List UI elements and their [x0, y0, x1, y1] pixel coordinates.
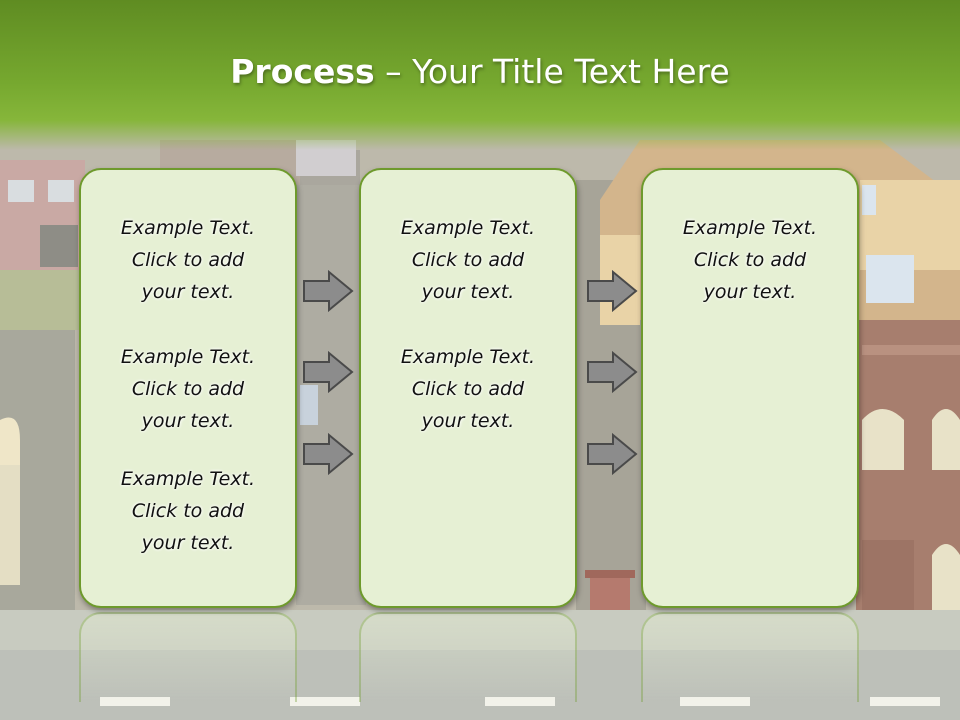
right-arrow-icon — [587, 433, 638, 475]
text-line: your text. — [421, 281, 515, 303]
text-line: Example Text. — [682, 217, 818, 239]
right-arrow-icon — [303, 433, 354, 475]
process-panel-1[interactable]: Example Text. Click to add your text. Ex… — [79, 168, 297, 608]
right-arrow-icon — [303, 270, 354, 312]
text-line: Example Text. — [400, 217, 536, 239]
panel-3-text-1[interactable]: Example Text. Click to add your text. — [643, 212, 857, 308]
text-line: Click to add — [131, 500, 245, 522]
text-line: your text. — [703, 281, 797, 303]
text-line: Example Text. — [400, 346, 536, 368]
text-line: Click to add — [411, 378, 525, 400]
text-line: Click to add — [411, 249, 525, 271]
right-arrow-icon — [587, 351, 638, 393]
panel-1-text-1[interactable]: Example Text. Click to add your text. — [81, 212, 295, 308]
title-rest-part: – Your Title Text Here — [374, 52, 730, 91]
text-line: your text. — [141, 281, 235, 303]
panel-1-text-2[interactable]: Example Text. Click to add your text. — [81, 341, 295, 437]
process-panel-3[interactable]: Example Text. Click to add your text. — [641, 168, 859, 608]
text-line: Click to add — [131, 249, 245, 271]
text-line: your text. — [141, 532, 235, 554]
text-line: Click to add — [131, 378, 245, 400]
process-panel-2[interactable]: Example Text. Click to add your text. Ex… — [359, 168, 577, 608]
panel-2-text-1[interactable]: Example Text. Click to add your text. — [361, 212, 575, 308]
title-header-band — [0, 0, 960, 150]
text-line: your text. — [141, 410, 235, 432]
panel-2-text-2[interactable]: Example Text. Click to add your text. — [361, 341, 575, 437]
right-arrow-icon — [587, 270, 638, 312]
text-line: Example Text. — [120, 468, 256, 490]
panel-2-reflection — [359, 612, 577, 702]
right-arrow-icon — [303, 351, 354, 393]
panel-3-reflection — [641, 612, 859, 702]
panel-1-text-3[interactable]: Example Text. Click to add your text. — [81, 463, 295, 559]
text-line: Example Text. — [120, 346, 256, 368]
text-line: Click to add — [693, 249, 807, 271]
text-line: Example Text. — [120, 217, 256, 239]
panel-1-reflection — [79, 612, 297, 702]
slide-title[interactable]: Process – Your Title Text Here — [0, 52, 960, 91]
title-bold-part: Process — [230, 52, 375, 91]
text-line: your text. — [421, 410, 515, 432]
